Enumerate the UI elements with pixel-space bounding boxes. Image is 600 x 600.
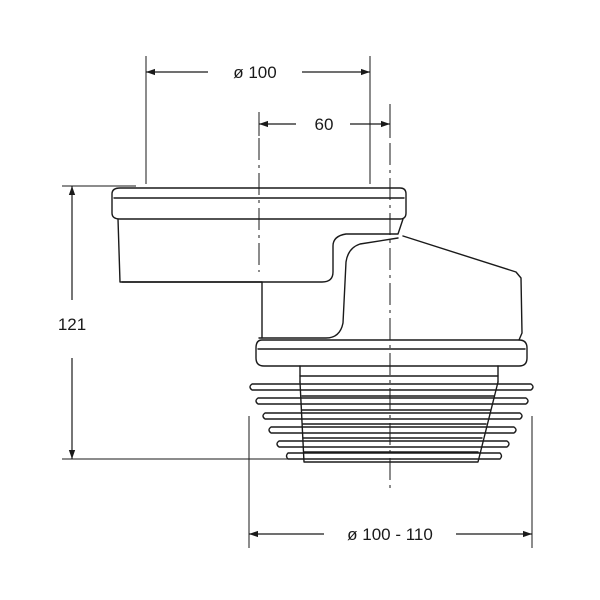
top-diameter-label: ø 100 <box>233 63 276 82</box>
outlet-neck <box>299 365 499 383</box>
bottom-diameter-label: ø 100 - 110 <box>347 525 433 544</box>
sealing-fins <box>249 383 534 460</box>
offset-taper <box>402 235 523 341</box>
lower-body <box>121 281 263 339</box>
s-curve-wall <box>258 237 399 339</box>
extension-lines <box>62 56 533 548</box>
outlet-collar <box>255 339 528 367</box>
upper-body <box>117 218 404 283</box>
height-label: 121 <box>58 315 86 334</box>
top-collar <box>111 187 407 220</box>
offset-label: 60 <box>315 115 334 134</box>
spigot-core <box>299 381 499 463</box>
